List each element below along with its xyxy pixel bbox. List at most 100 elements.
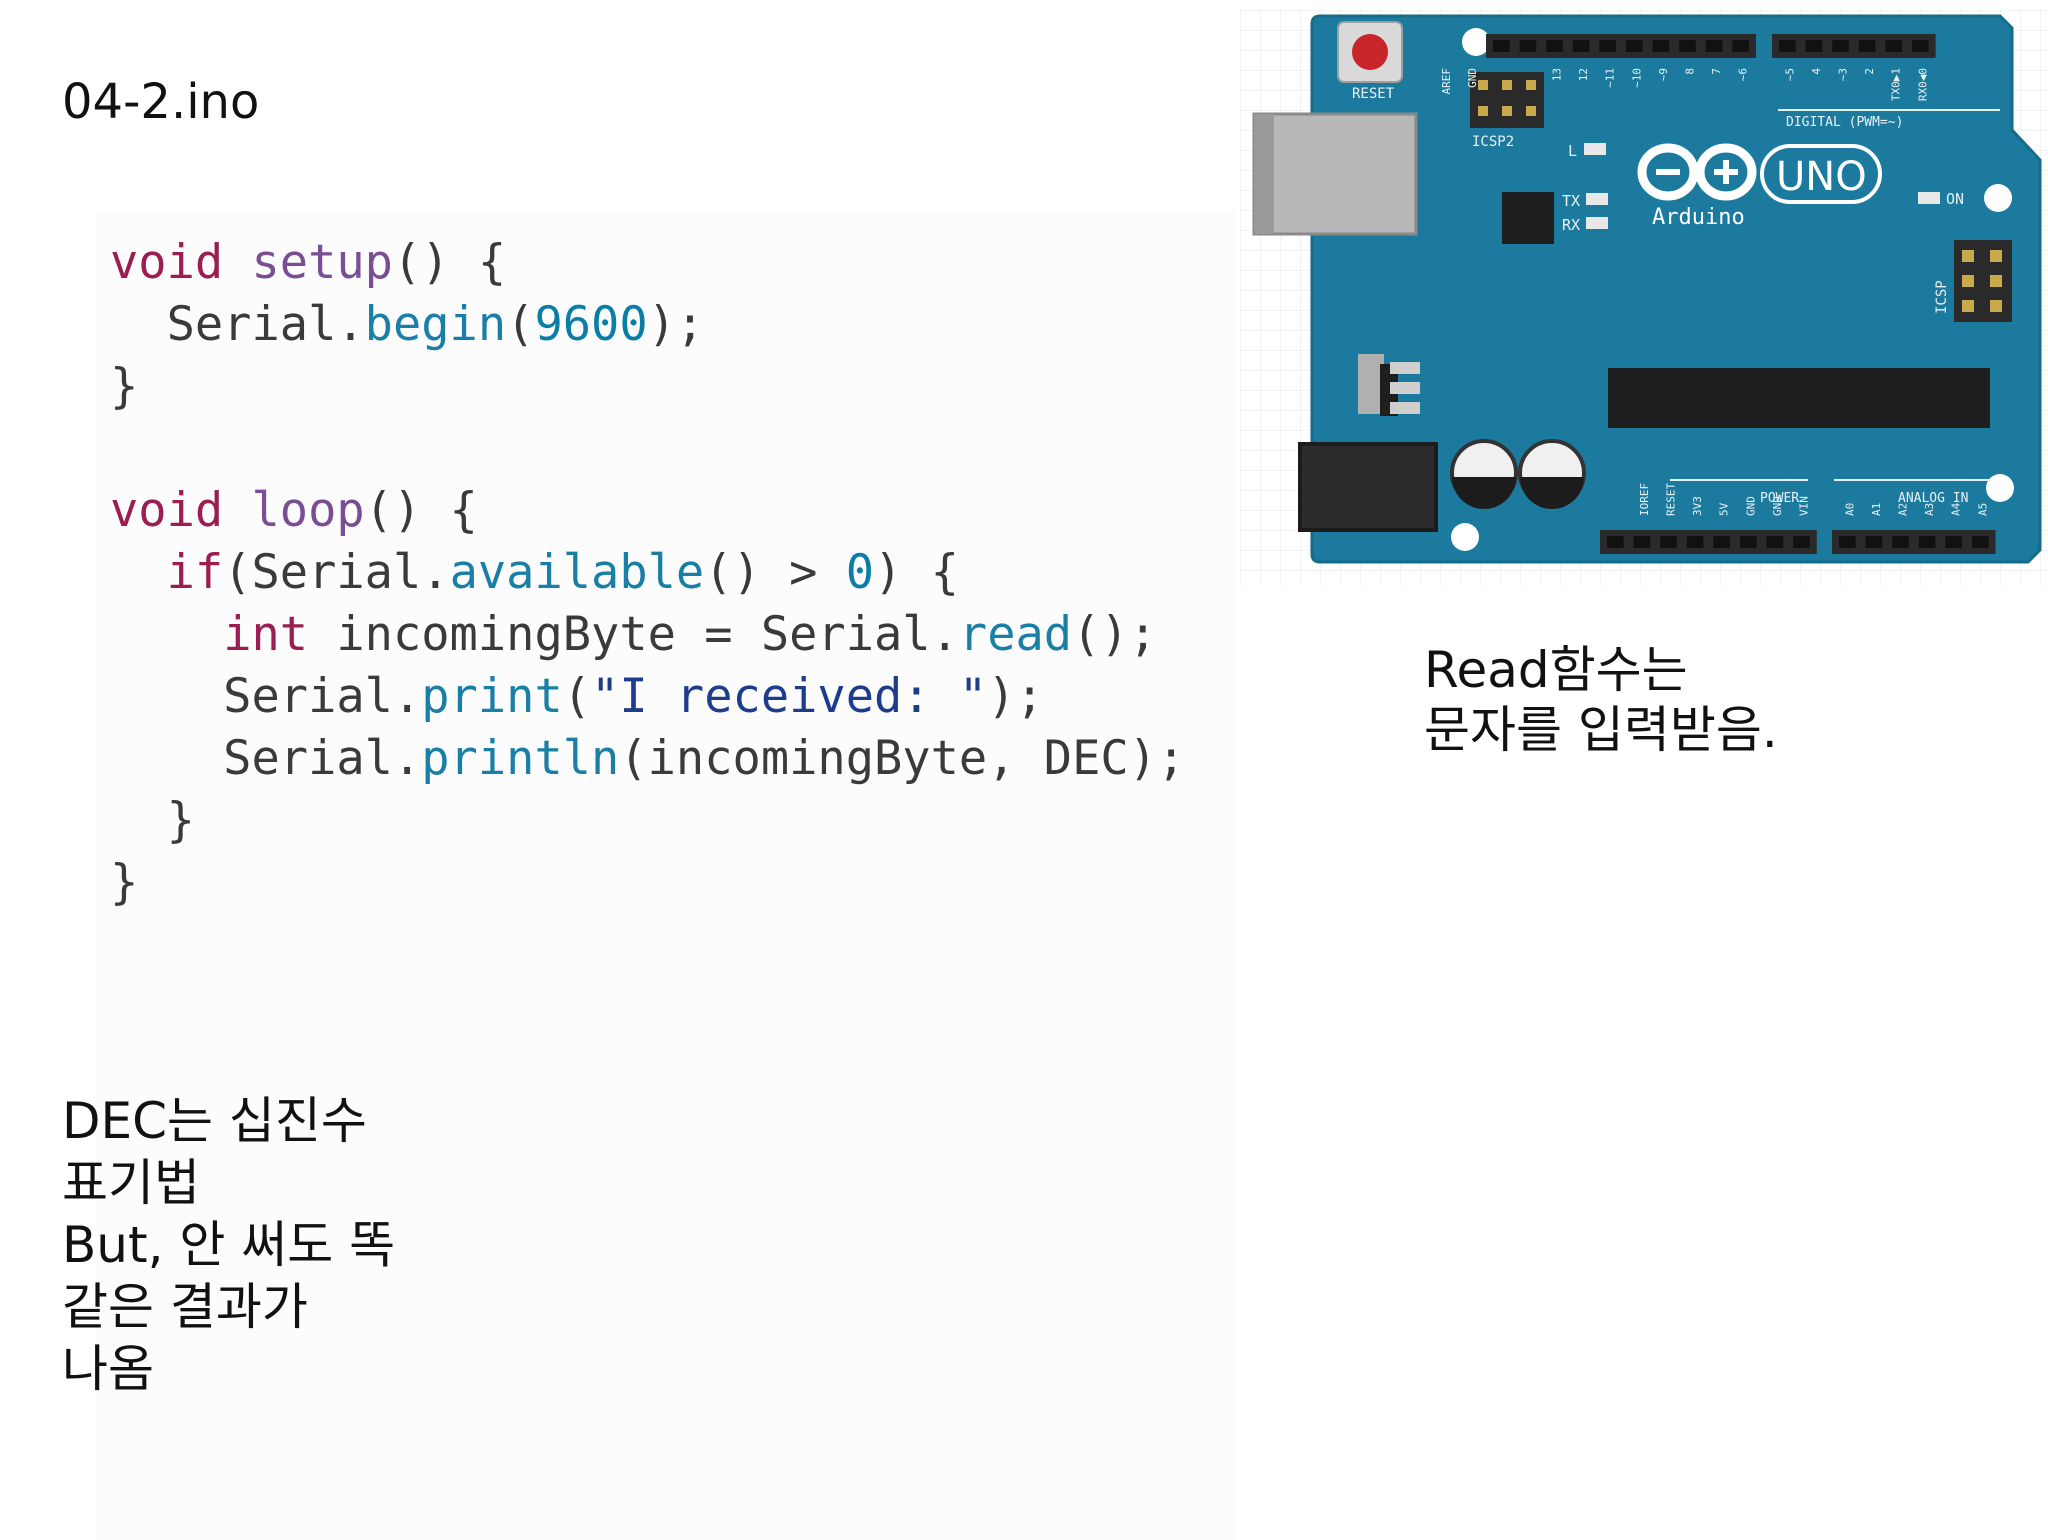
rx-led <box>1586 217 1608 229</box>
code-token: read <box>958 607 1073 662</box>
pin-label: 12 <box>1577 68 1590 81</box>
code-token: begin <box>364 297 507 352</box>
pin-label: ~5 <box>1783 68 1796 81</box>
code-token: } <box>110 793 195 848</box>
uno-label: UNO <box>1776 154 1867 200</box>
code-token: Serial. <box>110 669 422 724</box>
header-body <box>1772 34 1936 58</box>
pin-label: GND <box>1744 496 1757 516</box>
mounting-hole <box>1984 184 2012 212</box>
capacitor <box>1450 439 1518 509</box>
code-token <box>223 483 251 538</box>
analog-header <box>1832 530 1996 554</box>
code-token: (Serial. <box>223 545 450 600</box>
led-l <box>1584 143 1606 155</box>
header-pin <box>1607 536 1624 548</box>
led-l-label: L <box>1568 142 1577 160</box>
pin-label: VIN <box>1798 496 1811 516</box>
pin-label: ~6 <box>1737 68 1750 81</box>
pin-label: 4 <box>1810 68 1823 75</box>
code-line: void setup() { <box>110 232 1185 294</box>
code-token: Serial. <box>110 731 422 786</box>
code-token: println <box>421 731 620 786</box>
code-token <box>110 545 167 600</box>
mounting-hole <box>1462 28 1490 56</box>
header-pin <box>1832 40 1849 52</box>
code-line: Serial.print("I received: "); <box>110 666 1185 728</box>
code-token: () > <box>704 545 846 600</box>
pin-label: ~11 <box>1604 68 1617 88</box>
header-pin <box>1493 40 1510 52</box>
pin-label: A1 <box>1870 503 1883 516</box>
code-token: void <box>110 235 224 290</box>
pin-label: 7 <box>1710 68 1723 75</box>
header-pin <box>1572 40 1590 52</box>
pin-label: 3V3 <box>1691 496 1704 516</box>
header-pin <box>1892 536 1909 548</box>
code-line <box>110 418 1185 480</box>
header-pin <box>1865 536 1883 548</box>
icsp2-label: ICSP2 <box>1472 134 1514 150</box>
pin-label: A0 <box>1843 503 1856 516</box>
icsp-label: ICSP <box>1934 280 1950 314</box>
header-body <box>1600 530 1817 554</box>
mounting-hole <box>1451 523 1479 551</box>
header-pin <box>1918 536 1936 548</box>
reset-label: RESET <box>1352 86 1395 102</box>
header-pin <box>1713 536 1730 548</box>
pin-label: 8 <box>1684 68 1697 75</box>
header-pin <box>1599 40 1616 52</box>
header-pin <box>1660 536 1677 548</box>
capacitor <box>1518 439 1586 509</box>
header-pin <box>1858 40 1876 52</box>
note-line: 나옴 <box>62 1340 154 1398</box>
header-pin <box>1945 536 1962 548</box>
uno-badge <box>1760 144 1882 204</box>
pin-label: GND <box>1466 68 1479 88</box>
header-pin <box>1793 536 1810 548</box>
code-token: int <box>223 607 309 662</box>
pin-label: GND <box>1771 496 1784 516</box>
code-token: } <box>110 855 139 910</box>
pin-label: RX0◀0 <box>1916 68 1929 101</box>
microcontroller-chip <box>1608 368 1990 428</box>
pin-label: AREF <box>1440 68 1453 95</box>
code-panel <box>96 210 1236 1540</box>
header-pin <box>1652 40 1670 52</box>
usb-connector <box>1252 112 1418 236</box>
pin-label: A3 <box>1923 503 1936 516</box>
code-token: () { <box>392 235 507 290</box>
pin-label: ~9 <box>1657 68 1670 81</box>
code-line: Serial.println(incomingByte, DEC); <box>110 728 1185 790</box>
note-line: 문자를 입력받음. <box>1424 701 1778 759</box>
pin-label: A4 <box>1950 502 1963 516</box>
rx-label: RX <box>1562 216 1580 234</box>
usb-chip <box>1502 192 1554 244</box>
code-token: ) { <box>874 545 959 600</box>
power-header <box>1600 530 1817 554</box>
note-line: Read함수는 <box>1424 641 1688 699</box>
code-token: Serial. <box>110 297 365 352</box>
code-token: 9600 <box>534 297 648 352</box>
code-line: int incomingByte = Serial.read(); <box>110 604 1185 666</box>
code-line: } <box>110 356 1185 418</box>
code-token: (); <box>1072 607 1157 662</box>
pin-label: ~10 <box>1630 68 1643 88</box>
header-pin <box>1779 40 1796 52</box>
code-line: } <box>110 852 1185 914</box>
header-pin <box>1705 40 1723 52</box>
code-token: loop <box>251 483 365 538</box>
header-pin <box>1679 40 1696 52</box>
header-pin <box>1519 40 1537 52</box>
code-token: void <box>110 483 224 538</box>
note-line: 같은 결과가 <box>62 1278 308 1336</box>
header-pin <box>1740 536 1757 548</box>
file-title: 04-2.ino <box>62 74 260 130</box>
code-token: () { <box>364 483 478 538</box>
header-pin <box>1972 536 1989 548</box>
code-token: available <box>449 545 705 600</box>
header-pin <box>1633 536 1651 548</box>
pin-label: 5V <box>1718 502 1731 516</box>
